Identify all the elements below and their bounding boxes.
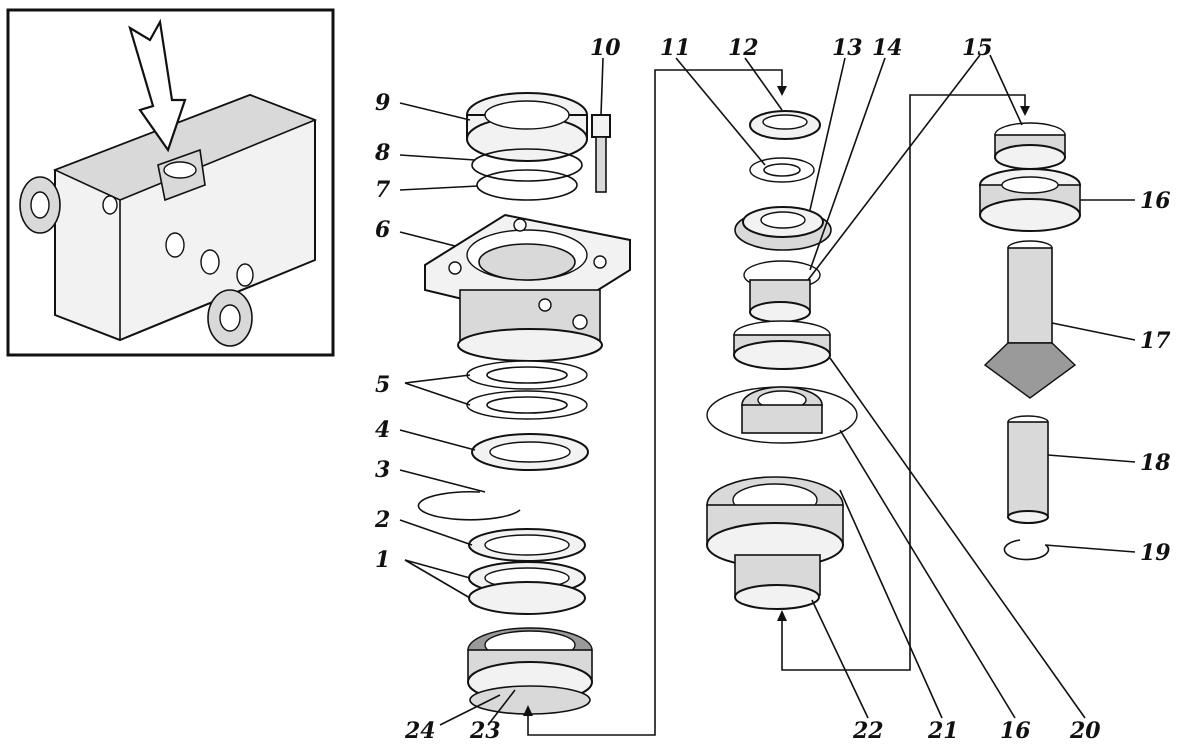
callout-3: 3 [375,457,390,483]
callout-16-bottom: 16 [1000,718,1031,744]
callout-6: 6 [375,217,390,243]
part-4-ring [471,433,589,471]
callout-7: 7 [375,177,391,203]
callout-22: 22 [852,718,884,744]
part-5-shims [466,360,588,420]
callout-18: 18 [1140,450,1171,476]
callout-9: 9 [375,90,390,116]
part-8-ring [471,148,583,182]
part-3-snap-ring [417,490,521,521]
part-17-shaft-pinion [983,240,1077,399]
callout-19: 19 [1140,540,1171,566]
callout-23: 23 [469,718,501,744]
part-15-ring [994,122,1066,170]
callout-11: 11 [660,35,691,61]
part-7-ring [476,169,578,201]
callout-4: 4 [375,417,390,443]
callout-15: 15 [962,35,993,61]
part-20-bearing-ring [733,320,831,370]
part-14-ring [743,260,821,323]
part-21-16-bearing-gasket [706,386,858,444]
callout-17: 17 [1140,328,1171,354]
part-2-1-rings [468,528,586,615]
callout-12: 12 [728,35,759,61]
part-19-circlip [1003,539,1050,561]
part-22-housing [706,476,844,610]
bracket-left-middle [523,69,787,736]
callout-20: 20 [1069,718,1101,744]
callout-13: 13 [832,35,863,61]
part-23-24-clutch-discs [467,627,593,715]
inset-panel [6,8,335,357]
callout-5: 5 [375,372,390,398]
callout-21: 21 [927,718,959,744]
callout-10: 10 [590,35,621,61]
callout-14: 14 [872,35,903,61]
part-6-flange-housing [424,213,631,362]
callout-2: 2 [374,507,390,533]
part-10-bolt [591,114,611,193]
part-9-bearing-cup [466,92,588,162]
callout-16-top: 16 [1140,188,1171,214]
callout-labels: 9 8 7 6 5 4 3 2 1 24 23 10 11 12 13 14 1… [374,35,1171,744]
callout-24: 24 [404,718,436,744]
callout-8: 8 [374,140,390,166]
leader-lines [399,54,1136,726]
part-16-bearing [979,168,1081,232]
callout-1: 1 [375,547,390,573]
part-11-lock-washer [749,157,815,183]
part-13-gear [734,206,832,251]
bracket-middle-right [777,94,1030,671]
part-18-sleeve [1007,415,1049,524]
part-12-nut [749,110,821,140]
